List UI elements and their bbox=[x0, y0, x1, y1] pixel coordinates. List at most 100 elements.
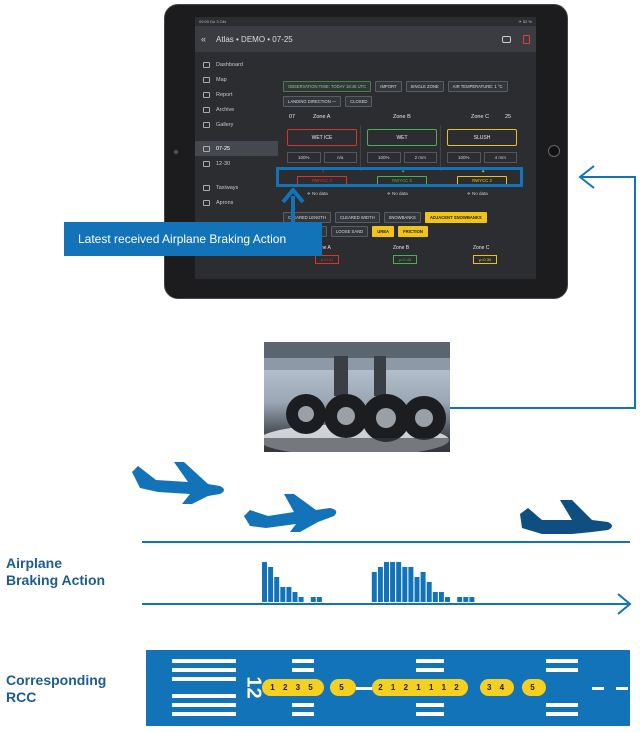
braking-action-bar bbox=[420, 572, 426, 602]
sidebar-item-runway-12-30[interactable]: 12-30 bbox=[195, 156, 278, 171]
plane-rollout-icon bbox=[520, 500, 612, 534]
zone-b-title: Zone B bbox=[393, 114, 411, 120]
zone-b-arrow-icon: ✦ bbox=[401, 169, 406, 175]
friction-zone-b-title: Zone B bbox=[393, 245, 410, 251]
zone-b-friction-value: μ=0.45 bbox=[393, 255, 417, 264]
apron-icon bbox=[203, 199, 210, 206]
zone-c-card[interactable]: SLUSH 100% 4 mm bbox=[443, 125, 521, 171]
runway-end-right: 25 bbox=[505, 114, 512, 120]
rcc-label-line1: Corresponding bbox=[6, 672, 107, 688]
braking-label-line2: Braking Action bbox=[6, 572, 106, 588]
zone-c-coverage: 100% bbox=[447, 152, 481, 163]
braking-action-bar bbox=[469, 597, 475, 602]
runway-icon bbox=[203, 145, 210, 152]
status-battery: ✈ 52 % bbox=[518, 19, 532, 24]
friction-zone-a-title: Zone A bbox=[315, 245, 331, 251]
plane-touchdown-icon bbox=[244, 494, 337, 532]
plane-icon: ✈ bbox=[467, 191, 473, 196]
braking-action-bar bbox=[432, 592, 438, 602]
adjacent-snowbanks-button[interactable]: ADJACENT SNOWBANKS bbox=[424, 212, 487, 223]
zone-c-arrow-icon: ✦ bbox=[481, 169, 486, 175]
rcc-pill-1: 1 2 3 5 bbox=[262, 679, 324, 696]
delete-icon[interactable] bbox=[523, 34, 530, 44]
braking-action-bar bbox=[310, 597, 316, 602]
rcc-pill-2: 5 bbox=[330, 679, 356, 696]
sidebar-item-gallery[interactable]: Gallery bbox=[195, 117, 278, 132]
runway-end-left: 07 bbox=[289, 114, 296, 120]
braking-action-bar bbox=[384, 562, 389, 602]
camera-icon[interactable] bbox=[502, 35, 511, 43]
callout-label: Latest received Airplane Braking Action bbox=[64, 222, 322, 256]
sidebar-item-label: Dashboard bbox=[216, 61, 243, 68]
zone-b-card[interactable]: WET 100% 2 mm bbox=[363, 125, 441, 171]
sidebar-item-label: 12-30 bbox=[216, 160, 231, 167]
braking-action-bar bbox=[414, 577, 420, 602]
zone-a-title: Zone A bbox=[313, 114, 331, 120]
sidebar-item-aprons[interactable]: Aprons bbox=[195, 195, 278, 210]
contaminant-row-1: CLEARED LENGTH CLEARED WIDTH SNOWBANKS A… bbox=[283, 212, 487, 223]
friction-button[interactable]: FRICTION bbox=[398, 226, 428, 237]
loose-sand-button[interactable]: LOOSE SAND bbox=[330, 226, 369, 237]
braking-action-bar bbox=[402, 567, 408, 602]
zone-a-depth: n/a bbox=[323, 152, 357, 163]
highlight-pointer-arrow bbox=[281, 188, 305, 224]
gallery-icon bbox=[203, 121, 210, 128]
zone-b-braking-action: ✈ No data bbox=[387, 191, 408, 197]
report-icon bbox=[203, 91, 210, 98]
rcc-pill-4: 3 4 bbox=[480, 679, 514, 696]
observation-time-button[interactable]: OBSERVATION TIME: TODAY 18:46 UTC bbox=[283, 81, 372, 92]
rcc-pill-3: 2 1 2 1 1 1 2 bbox=[372, 679, 468, 696]
snowbanks-button[interactable]: SNOWBANKS bbox=[383, 212, 421, 223]
zone-a-braking-action: ✈ No data bbox=[307, 191, 328, 197]
braking-action-bar bbox=[268, 567, 274, 602]
rcc-label-line2: RCC bbox=[6, 689, 37, 705]
braking-action-bar bbox=[262, 562, 267, 602]
import-button[interactable]: IMPORT bbox=[375, 81, 402, 92]
zone-a-condition: WET ICE bbox=[287, 129, 357, 146]
zone-c-title: Zone C bbox=[471, 114, 490, 120]
top-bar: « Atlas • DEMO • 07-25 bbox=[195, 26, 536, 52]
front-camera bbox=[174, 150, 178, 154]
landing-gear-illustration bbox=[264, 342, 450, 452]
sidebar-item-map[interactable]: Map bbox=[195, 72, 278, 87]
sidebar-item-taxiways[interactable]: Taxiways bbox=[195, 180, 278, 195]
zone-a-arrow-icon: ⇧ bbox=[321, 169, 326, 175]
braking-action-bar bbox=[316, 597, 322, 602]
zone-a-braking-value: No data bbox=[312, 191, 328, 196]
urea-button[interactable]: UREA bbox=[372, 226, 395, 237]
braking-action-bar bbox=[371, 572, 377, 602]
page-title: Atlas • DEMO • 07-25 bbox=[216, 34, 293, 44]
status-bar: 09:00 Do 3 Okt ✈ 52 % bbox=[195, 17, 536, 26]
zones-header: 07 Zone A Zone B Zone C 25 bbox=[283, 112, 536, 124]
landing-direction-button[interactable]: LANDING DIRECTION — bbox=[283, 96, 342, 107]
zone-b-braking-value: No data bbox=[392, 191, 408, 196]
braking-action-bar bbox=[457, 597, 463, 602]
sidebar-item-dashboard[interactable]: Dashboard bbox=[195, 57, 278, 72]
map-icon bbox=[203, 76, 210, 83]
braking-action-bar bbox=[438, 592, 444, 602]
sidebar-item-archive[interactable]: Archive bbox=[195, 102, 278, 117]
cleared-width-button[interactable]: CLEARED WIDTH bbox=[334, 212, 380, 223]
sidebar-item-report[interactable]: Report bbox=[195, 87, 278, 102]
zone-c-depth: 4 mm bbox=[483, 152, 517, 163]
braking-action-bar bbox=[280, 587, 286, 602]
runway-markings bbox=[172, 659, 628, 716]
zone-a-card[interactable]: WET ICE 100% n/a bbox=[283, 125, 361, 171]
sidebar-item-label: Map bbox=[216, 76, 227, 83]
braking-label-line1: Airplane bbox=[6, 555, 63, 571]
home-button[interactable] bbox=[548, 145, 560, 157]
braking-action-bar bbox=[286, 587, 292, 602]
plane-icon: ✈ bbox=[387, 191, 393, 196]
closed-button[interactable]: CLOSED bbox=[345, 96, 373, 107]
braking-action-highlight bbox=[276, 167, 523, 187]
air-temperature-button[interactable]: AIR TEMPERATURE: 1 °C bbox=[447, 81, 508, 92]
single-zone-button[interactable]: SINGLE ZONE bbox=[405, 81, 444, 92]
back-icon[interactable]: « bbox=[201, 34, 207, 44]
braking-action-bar bbox=[292, 592, 298, 602]
rcc-pill-5: 5 bbox=[522, 679, 546, 696]
sidebar-item-runway-07-25[interactable]: 07-25 bbox=[195, 141, 278, 156]
braking-action-bar bbox=[298, 597, 304, 602]
braking-action-bar bbox=[463, 597, 469, 602]
sidebar-item-label: Aprons bbox=[216, 199, 234, 206]
toolbar-row-1: OBSERVATION TIME: TODAY 18:46 UTC IMPORT… bbox=[283, 81, 508, 92]
